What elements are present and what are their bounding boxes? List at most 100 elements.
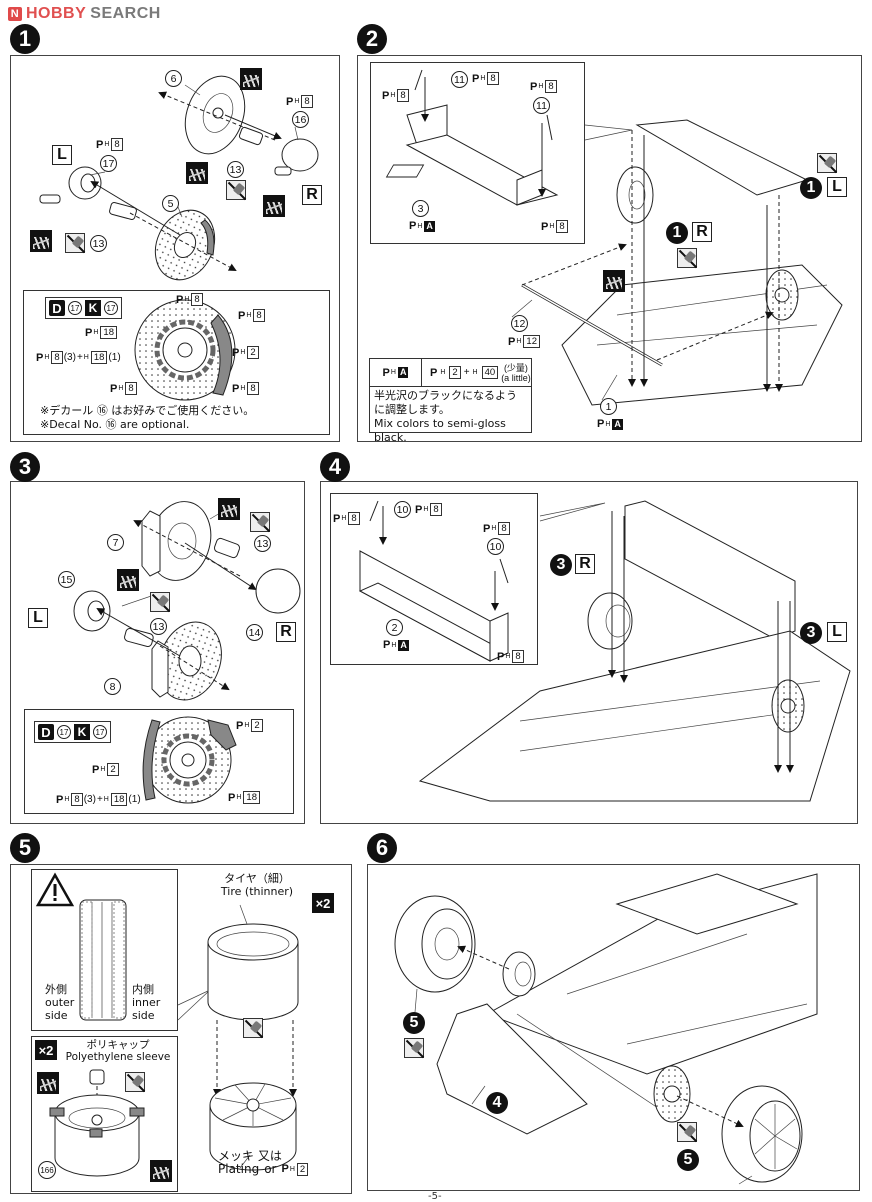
ref-side-left: L — [827, 177, 847, 197]
decal-number: 17 — [57, 725, 71, 739]
decal-number: 17 — [68, 301, 82, 315]
tire-label: タイヤ（細）Tire (thinner) — [220, 872, 294, 898]
part-number-13-lower: 13 — [90, 235, 107, 252]
tire-tread-drawing — [79, 899, 127, 1021]
part-number-7: 7 — [107, 534, 124, 551]
ref-side-left: L — [827, 622, 847, 642]
part-number-11-right: 11 — [533, 97, 550, 114]
sleeve-drawing — [49, 1069, 145, 1177]
glue-icon — [250, 512, 270, 532]
part-number-10-left: 10 — [394, 501, 411, 518]
ref-step-1-left: 1 — [800, 177, 822, 199]
decal-note-en: ※Decal No. ⑯ are optional. — [40, 418, 190, 431]
ref-side-right: R — [575, 554, 595, 574]
glue-icon — [226, 180, 246, 200]
step-6-number: 6 — [367, 833, 397, 863]
brake-disc-detail — [134, 299, 236, 401]
decal-d-badge: D — [49, 300, 65, 316]
tire-and-wheel-drawing — [177, 904, 299, 1171]
part-number-15: 15 — [58, 571, 75, 588]
ref-step-5-right-wheel: 5 — [677, 1149, 699, 1171]
glue-icon — [677, 1122, 697, 1142]
step-3-drawing — [73, 501, 301, 701]
decal-legend: D 17 K 17 — [45, 297, 122, 319]
glue-icon — [125, 1072, 145, 1092]
ref-side-right: R — [692, 222, 712, 242]
glue-icon — [65, 233, 85, 253]
part-number-17: 17 — [100, 155, 117, 172]
part-number-12: 12 — [511, 315, 528, 332]
warning-icon — [35, 872, 75, 907]
part-number-166: 166 — [38, 1161, 56, 1179]
part-number-16: 16 — [292, 111, 309, 128]
part-number-8: 8 — [104, 678, 121, 695]
ref-step-4-chassis: 4 — [486, 1092, 508, 1114]
decal-d-badge: D — [38, 724, 54, 740]
mix-amount-jp: (少量) — [503, 362, 528, 373]
decal-icon — [186, 162, 208, 184]
step-2-number: 2 — [357, 24, 387, 54]
decal-legend: D 17 K 17 — [34, 721, 111, 743]
part-number-5: 5 — [162, 195, 179, 212]
part-number-13-upper: 13 — [227, 161, 244, 178]
ref-step-5-left-wheel: 5 — [403, 1012, 425, 1034]
logo-text-search: SEARCH — [90, 5, 161, 22]
decal-k-badge: K — [74, 724, 90, 740]
logo-mark: N — [8, 7, 22, 21]
decal-icon — [30, 230, 52, 252]
step-4-drawing — [358, 500, 851, 802]
decal-icon — [37, 1072, 59, 1094]
glue-icon — [404, 1038, 424, 1058]
step-5-number: 5 — [10, 833, 40, 863]
decal-number: 17 — [104, 301, 118, 315]
ref-step-1-right: 1 — [666, 222, 688, 244]
step-1-number: 1 — [10, 24, 40, 54]
ref-step-3-right: 3 — [550, 554, 572, 576]
decal-note-jp: ※デカール ⑯ はお好みでご使用ください。 — [40, 404, 255, 417]
part-number-11-left: 11 — [451, 71, 468, 88]
ref-step-3-left: 3 — [800, 622, 822, 644]
sleeve-multiplier-badge: ×2 — [35, 1040, 57, 1060]
decal-icon — [117, 569, 139, 591]
decal-k-badge: K — [85, 300, 101, 316]
decal-icon — [150, 1160, 172, 1182]
part-number-6: 6 — [165, 70, 182, 87]
part-number-14: 14 — [246, 624, 263, 641]
part-number-1: 1 — [600, 398, 617, 415]
mix-amount-en: (a little) — [501, 372, 531, 383]
mix-desc-en: Mix colors to semi-gloss black. — [374, 417, 506, 444]
side-label-left: L — [28, 608, 48, 628]
decal-icon — [240, 68, 262, 90]
step-6-drawing — [394, 873, 818, 1185]
part-number-2: 2 — [386, 619, 403, 636]
part-number-13-upper: 13 — [254, 535, 271, 552]
